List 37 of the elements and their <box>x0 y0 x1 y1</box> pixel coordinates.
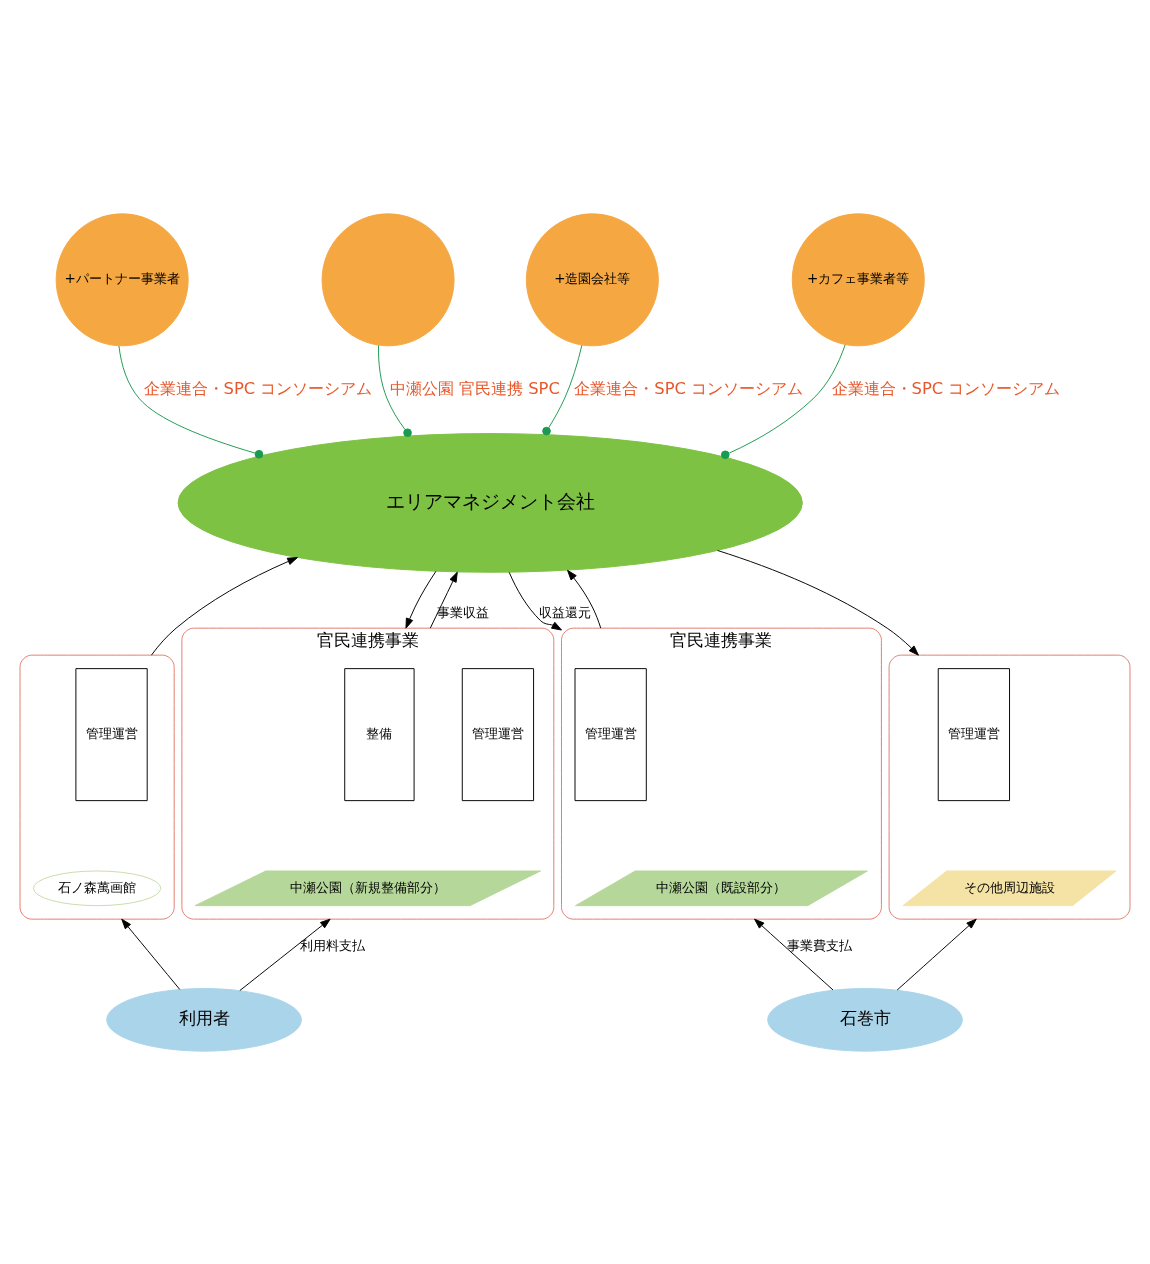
connector <box>377 344 412 437</box>
node-box: 管理運営 <box>574 667 647 801</box>
arrow <box>567 569 602 629</box>
node-circle: +カフェ事業者等 <box>791 212 925 346</box>
node-ellipse: 石ノ森萬画館 <box>32 870 162 906</box>
node-ellipse: エリアマネジメント会社 <box>177 432 803 573</box>
edge-label: 利用料支払 <box>299 937 365 953</box>
node-circle <box>321 212 455 346</box>
arrow <box>429 571 458 629</box>
node-circle: +パートナー事業者 <box>55 212 189 346</box>
edge-label: 収益還元 <box>539 604 592 620</box>
connector <box>720 343 846 459</box>
edge-label: 企業連合・SPC コンソーシアム <box>574 378 804 398</box>
node-circle: +造園会社等 <box>525 212 659 346</box>
edge-label: 企業連合・SPC コンソーシアム <box>831 378 1061 398</box>
arrow <box>717 549 919 656</box>
connector <box>118 345 264 459</box>
node-box: 管理運営 <box>461 667 535 801</box>
arrow <box>405 570 437 629</box>
node-box: 管理運営 <box>75 667 148 801</box>
connector <box>542 344 583 435</box>
edge-label: 中瀬公園 官民連携 SPC <box>389 378 560 398</box>
node-ellipse: 石巻市 <box>767 987 963 1052</box>
cluster <box>19 654 175 920</box>
node-box: 管理運営 <box>937 667 1010 801</box>
arrow <box>754 918 834 990</box>
arrow <box>896 918 977 990</box>
cluster <box>888 654 1131 920</box>
arrow <box>508 571 562 630</box>
edge-label: 事業収益 <box>437 604 490 620</box>
edge-label: 企業連合・SPC コンソーシアム <box>143 378 373 398</box>
node-box: 整備 <box>344 667 415 801</box>
edge-label: 事業費支払 <box>787 937 853 953</box>
arrow <box>121 918 181 990</box>
arrow <box>239 918 331 991</box>
arrow <box>150 556 298 656</box>
node-ellipse: 利用者 <box>106 987 302 1052</box>
